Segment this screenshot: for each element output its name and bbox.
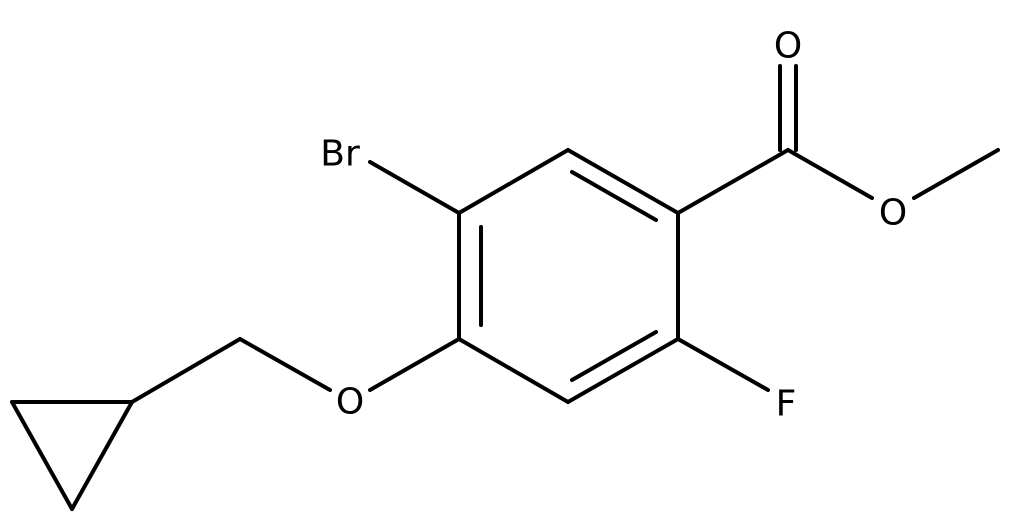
ring-bond-c4-c5 [457,337,570,404]
bromine-label: Br [320,134,360,175]
bond-carbonyl-carbon-to-ester-oxygen [786,148,874,200]
ring-bond-c1-c2 [566,148,680,215]
carbonyl-oxygen-label: O [774,26,802,67]
bond-ether-oxygen-to-methylene [238,337,332,392]
fluorine-substituent: F [676,337,797,425]
bond-ring-to-carbonyl-carbon [676,148,790,215]
bond-ring-to-bromine [368,160,461,215]
fluorine-label: F [776,384,797,425]
ring-bond-c6-c1 [457,148,570,215]
bond-ester-oxygen-to-methyl [912,148,1000,200]
bond-methylene-to-cyclopropyl [130,337,242,404]
ether-oxygen-label: O [336,382,364,423]
ester-oxygen-label: O [879,193,907,234]
methyl-ester-group: O O [676,26,1000,234]
benzene-ring [457,148,680,404]
cyclopropyl-bond-left [10,400,74,511]
cyclopropylmethoxy-group: O [10,337,461,511]
bromine-substituent: Br [320,134,461,215]
cyclopropyl-bond-right [70,400,134,511]
ring-inner-double-bond-lower-right [570,330,658,382]
ring-inner-double-bond-top [570,170,658,222]
bond-ring-to-fluorine [676,337,770,392]
bond-ring-to-ether-oxygen [368,337,461,392]
ring-bond-c3-c4 [566,337,680,404]
